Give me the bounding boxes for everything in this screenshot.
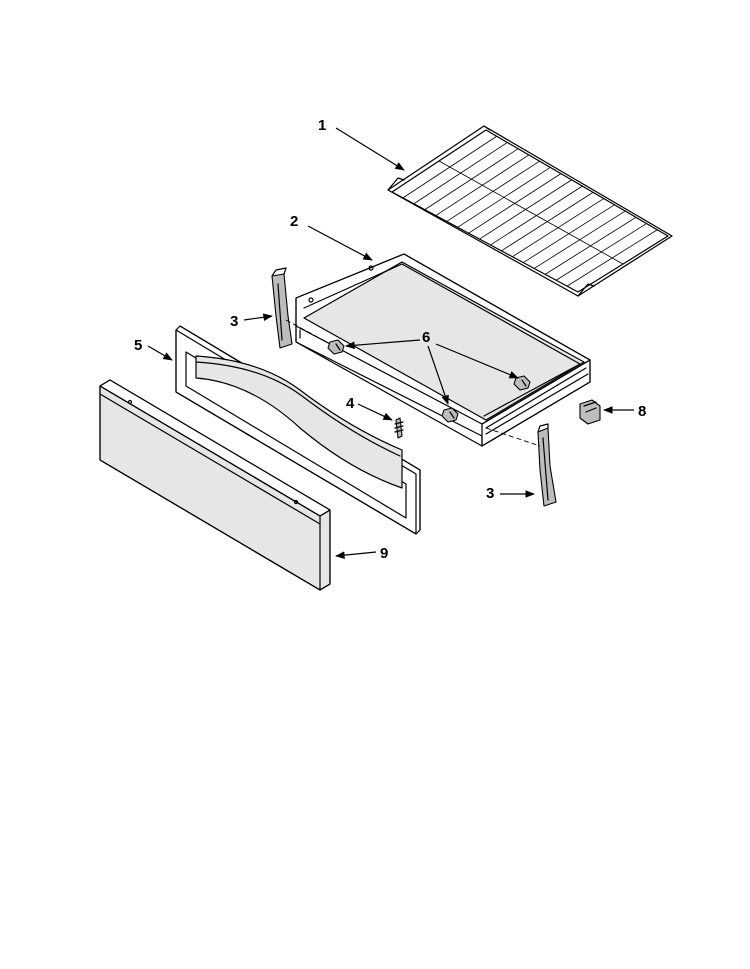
screw	[513, 375, 531, 391]
drawer-slide-left	[271, 267, 293, 349]
callout-1: 1	[318, 117, 326, 134]
alignment-line	[485, 427, 541, 447]
screw	[327, 339, 345, 355]
callout-3: 3	[230, 313, 238, 330]
alignment-line	[285, 319, 335, 347]
callout-4: 4	[346, 395, 355, 412]
oven-rack	[387, 125, 673, 297]
callout-6: 6	[422, 329, 430, 346]
callout-2: 2	[290, 213, 298, 230]
callout-5: 5	[134, 337, 142, 354]
drawer-trim-panel	[99, 379, 331, 591]
drawer-body	[295, 253, 591, 447]
callout-9: 9	[380, 545, 388, 562]
drawer-slide-right	[537, 423, 557, 507]
leader-lines	[147, 127, 634, 559]
rack-center-wire	[438, 160, 624, 265]
stud	[394, 417, 404, 439]
drawer-front-panel	[175, 325, 421, 535]
callout-3: 3	[486, 485, 494, 502]
screw	[441, 407, 459, 423]
callout-8: 8	[638, 403, 646, 420]
clip	[579, 399, 601, 425]
